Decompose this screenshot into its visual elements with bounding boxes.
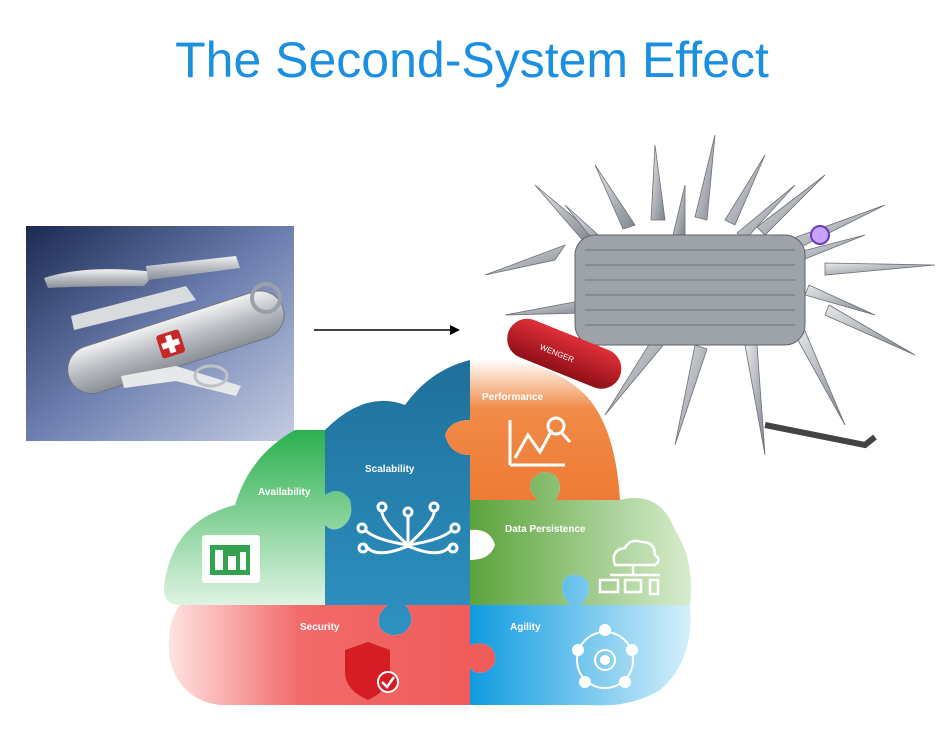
piece-label-performance: Performance xyxy=(482,392,544,403)
dashboard-icon xyxy=(202,535,260,583)
puzzle-piece-performance: Performance xyxy=(445,360,620,500)
puzzle-piece-scalability: Scalability xyxy=(325,360,470,636)
giant-multi-tool-image: WENGER xyxy=(484,134,936,456)
piece-label-scalability: Scalability xyxy=(365,464,415,475)
piece-label-availability: Availability xyxy=(258,487,311,498)
puzzle-piece-agility: Agility xyxy=(470,574,691,706)
chart-magnifier-icon xyxy=(508,416,572,467)
people-cycle-icon xyxy=(572,624,638,689)
shield-check-icon xyxy=(345,642,399,700)
slide-title: The Second-System Effect xyxy=(175,32,769,88)
network-branch-icon xyxy=(356,501,461,555)
small-swiss-army-knife-image xyxy=(26,226,294,441)
piece-label-security: Security xyxy=(300,622,340,633)
puzzle-piece-security: Security xyxy=(168,605,496,705)
transition-arrow xyxy=(314,325,460,335)
puzzle-cloud-diagram: Availability Scalability Performance xyxy=(164,360,691,706)
piece-label-data-persistence: Data Persistence xyxy=(505,524,586,535)
puzzle-piece-data-persistence: Data Persistence xyxy=(470,472,691,605)
piece-label-agility: Agility xyxy=(510,622,541,633)
puzzle-piece-availability: Availability xyxy=(164,430,352,605)
cloud-devices-icon xyxy=(598,539,660,596)
